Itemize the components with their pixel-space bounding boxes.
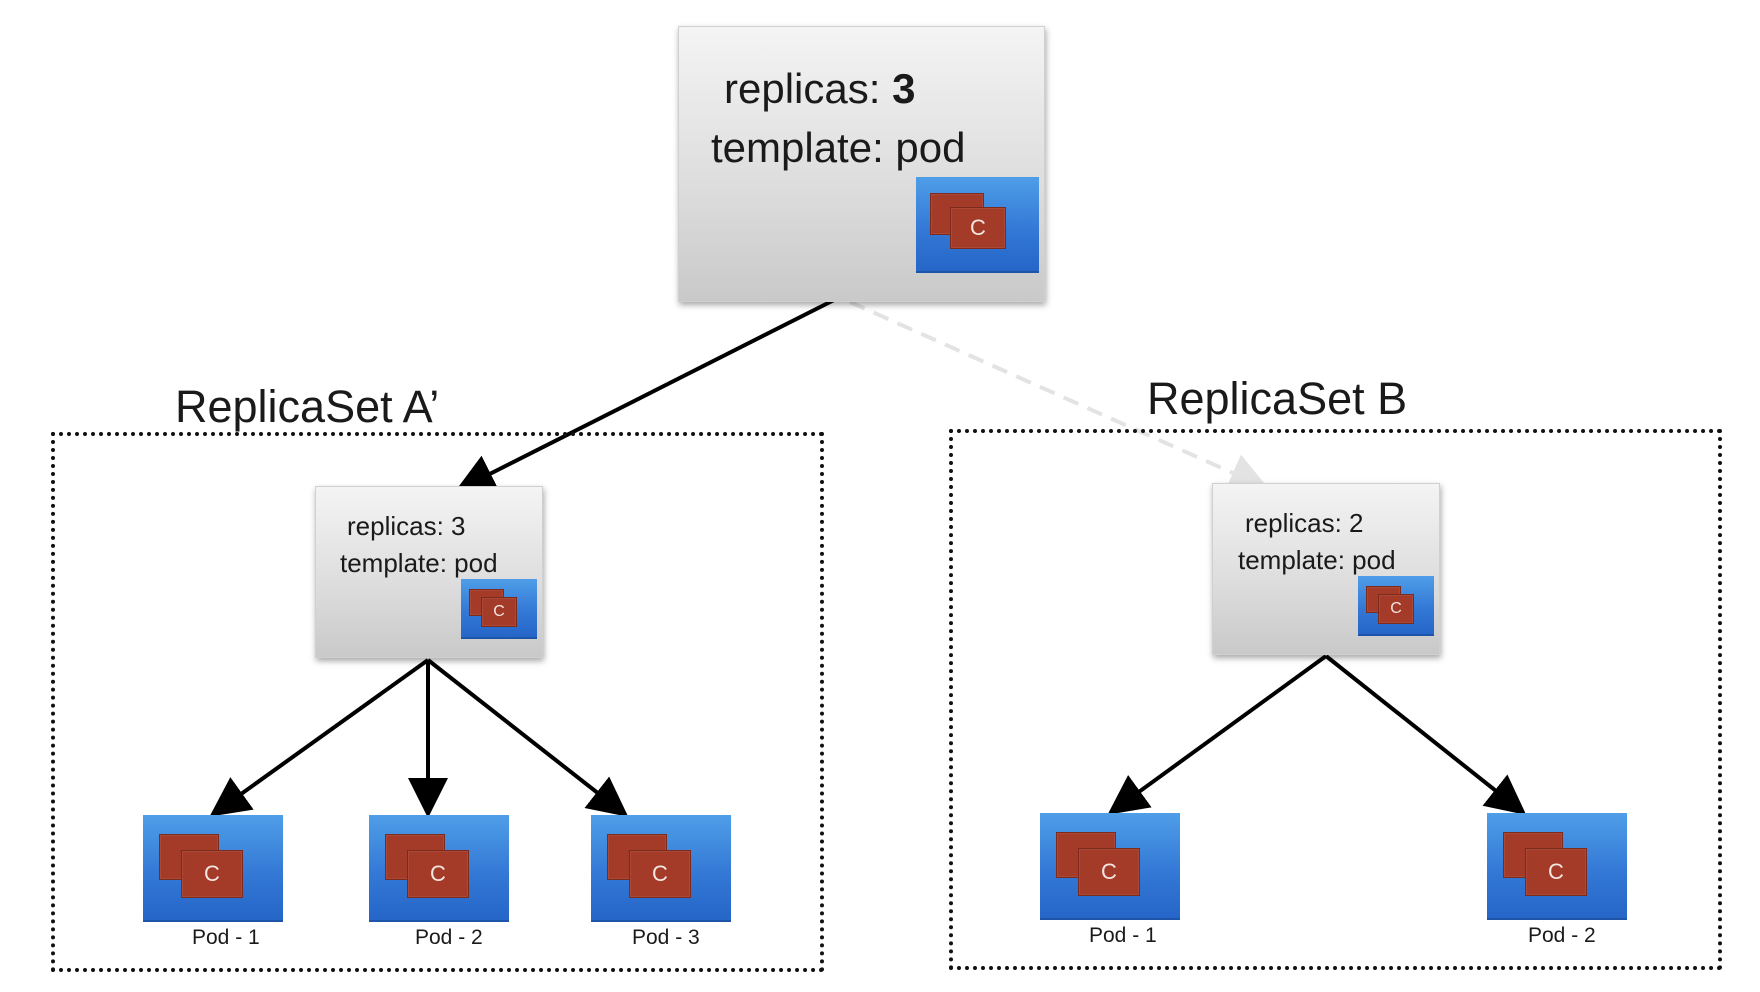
deployment-replicas: replicas: 3 <box>724 65 915 113</box>
replicaset-b-pod-1: C <box>1040 813 1180 920</box>
deployment-replicas-value: 3 <box>892 65 916 112</box>
replicaset-b-template: template: pod <box>1238 545 1396 575</box>
replicaset-b-group <box>949 429 1722 970</box>
replicaset-a-pod-2: C <box>369 815 509 922</box>
deployment-pod-template-icon: C <box>916 177 1039 273</box>
arrow-rsa-to-pod-3 <box>426 658 629 817</box>
replicaset-a-group <box>51 432 824 972</box>
arrow-rsa-to-pod-1 <box>209 658 430 817</box>
container-icon: C <box>1378 594 1414 624</box>
replicaset-a-pod-1-label: Pod - 1 <box>192 926 260 949</box>
container-icon: C <box>950 207 1006 249</box>
arrow-rsb-to-pod-1 <box>1107 654 1328 815</box>
replicaset-a-spec: replicas: 3 template: pod C <box>315 486 543 658</box>
replicaset-a-replicas: replicas: 3 <box>347 511 466 541</box>
replicaset-a-title: ReplicaSet A’ <box>175 381 440 432</box>
replicaset-a-pod-1: C <box>143 815 283 922</box>
replicaset-b-title: ReplicaSet B <box>1147 373 1408 424</box>
deployment-template: template: pod <box>711 124 966 171</box>
replicaset-b-spec: replicas: 2 template: pod C <box>1212 483 1440 655</box>
replicaset-a-template: template: pod <box>340 548 498 578</box>
replicaset-a-pod-3-label: Pod - 3 <box>632 926 700 949</box>
arrow-deployment-to-replicaset-b-inactive <box>849 300 1270 492</box>
replicaset-b-pod-template-icon: C <box>1358 576 1434 636</box>
container-icon: C <box>181 850 243 898</box>
container-icon: C <box>1078 848 1140 896</box>
replicaset-b-pod-2-label: Pod - 2 <box>1528 924 1596 947</box>
container-icon: C <box>407 850 469 898</box>
container-icon: C <box>481 597 517 627</box>
replicaset-b-replicas: replicas: 2 <box>1245 508 1364 538</box>
replicaset-a-pod-3: C <box>591 815 731 922</box>
replicaset-a-pod-template-icon: C <box>461 579 537 639</box>
container-icon: C <box>629 850 691 898</box>
container-icon: C <box>1525 848 1587 896</box>
arrow-rsb-to-pod-2 <box>1324 654 1527 815</box>
deployment-spec: replicas: 3 template: pod C <box>678 26 1045 302</box>
arrow-deployment-to-replicaset-a <box>454 296 839 492</box>
replicaset-b-pod-1-label: Pod - 1 <box>1089 924 1157 947</box>
replicaset-b-pod-2: C <box>1487 813 1627 920</box>
deployment-replicas-label: replicas: <box>724 65 881 112</box>
replicaset-a-pod-2-label: Pod - 2 <box>415 926 483 949</box>
